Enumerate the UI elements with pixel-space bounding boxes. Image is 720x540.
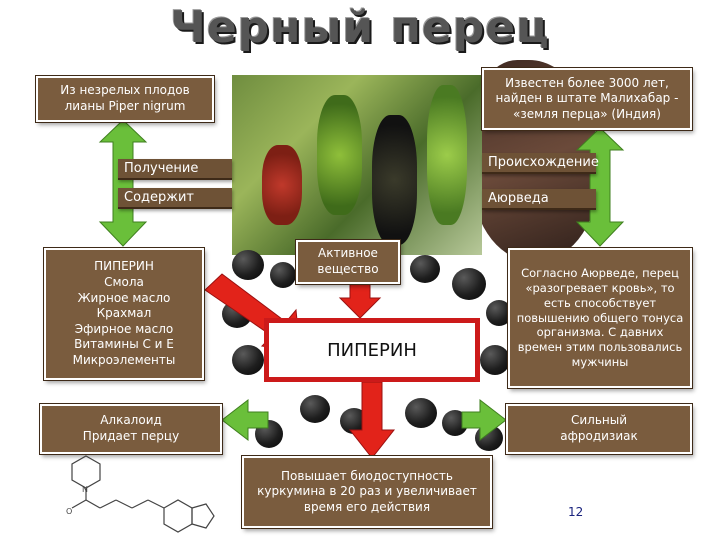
bioavailability-box: Повышает биодоступность куркумина в 20 р… <box>242 456 492 528</box>
ayurveda-text: Согласно Аюрведе, перец «разогревает кро… <box>516 265 684 370</box>
peppercorn <box>270 262 296 288</box>
berry-cluster-green <box>317 95 362 215</box>
peppercorn <box>340 408 368 434</box>
piperine-structure-image: O N <box>66 455 215 533</box>
label-obtaining: Получение <box>118 159 232 180</box>
svg-text:N: N <box>82 485 88 494</box>
history-text: Известен более 3000 лет, найден в штате … <box>495 75 679 121</box>
peppercorn <box>480 345 510 375</box>
alkaloid-text: Алкалоид Придает перцу <box>82 413 180 443</box>
peppercorn <box>222 300 252 328</box>
peppercorn <box>300 395 330 423</box>
peppercorn <box>410 255 440 283</box>
aphrodisiac-text: Сильный афродизиак <box>560 413 638 443</box>
piperin-center-box: ПИПЕРИН <box>264 318 480 382</box>
active-substance-box: Активное вещество <box>296 240 400 284</box>
berry-cluster-green-2 <box>427 85 467 225</box>
peppercorn <box>486 300 512 326</box>
red-arrow-active <box>338 281 382 319</box>
peppercorn <box>452 268 486 300</box>
bioavailability-text: Повышает биодоступность куркумина в 20 р… <box>257 468 477 514</box>
aphrodisiac-box: Сильный афродизиак <box>506 404 692 454</box>
ayurveda-box: Согласно Аюрведе, перец «разогревает кро… <box>508 248 692 388</box>
slide-title: Черный перец <box>170 2 550 53</box>
peppercorn <box>475 425 503 451</box>
alkaloid-box: Алкалоид Придает перцу <box>40 404 222 454</box>
label-origin: Происхождение <box>482 153 599 174</box>
contents-box: ПИПЕРИН Смола Жирное масло Крахмал Эфирн… <box>44 248 204 380</box>
peppercorn <box>405 398 437 428</box>
history-box: Известен более 3000 лет, найден в штате … <box>482 68 692 130</box>
piperin-center-text: ПИПЕРИН <box>327 339 417 361</box>
label-contains: Содержит <box>118 188 232 209</box>
page-number: 12 <box>568 505 584 519</box>
active-substance-text: Активное вещество <box>317 246 379 276</box>
svg-text:O: O <box>66 507 72 516</box>
peppercorn <box>255 420 283 448</box>
source-box: Из незрелых плодов лианы Piper nigrum <box>36 76 214 122</box>
peppercorn <box>232 345 264 375</box>
peppercorn <box>442 410 468 436</box>
contents-text: ПИПЕРИН Смола Жирное масло Крахмал Эфирн… <box>72 259 176 367</box>
pepper-vine-image <box>232 75 482 255</box>
peppercorn <box>232 250 264 280</box>
berry-cluster-red <box>262 145 302 225</box>
source-text: Из незрелых плодов лианы Piper nigrum <box>60 83 190 113</box>
label-ayurveda: Аюрведа <box>482 189 596 210</box>
green-double-arrow-left <box>98 119 148 247</box>
berry-cluster-black <box>372 115 417 245</box>
